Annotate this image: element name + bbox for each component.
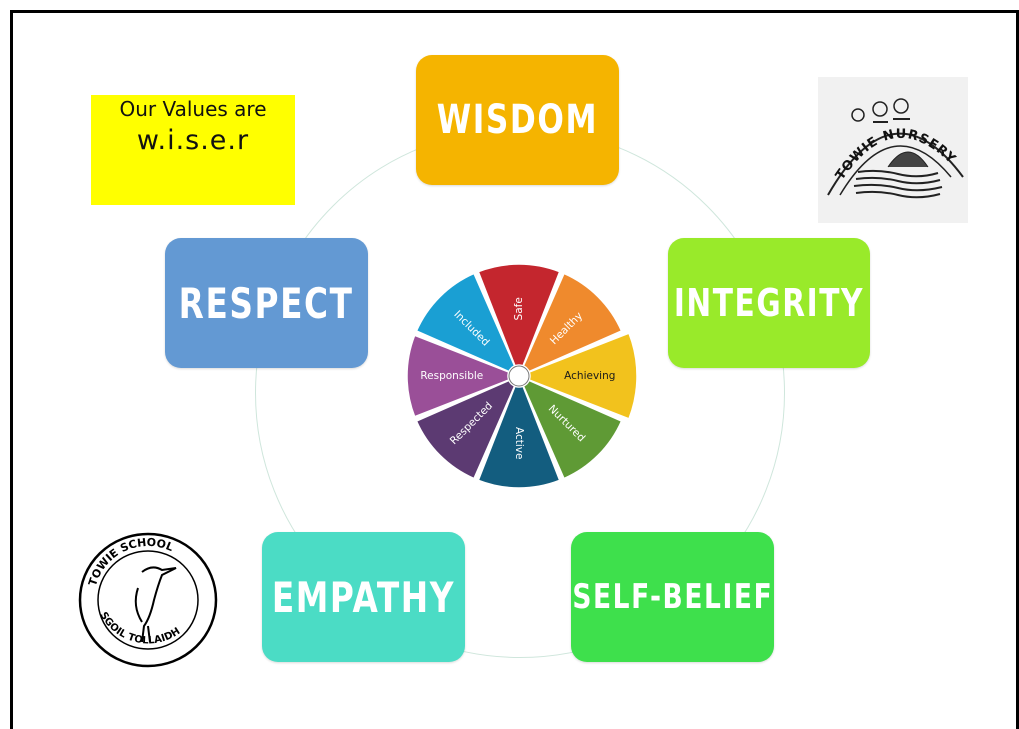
title-line-2: w.i.s.e.r (136, 125, 250, 156)
value-box-respect: Respect (165, 238, 368, 368)
value-box-self-belief: Self-belief (571, 532, 774, 662)
wheel-label-active: Active (513, 427, 525, 459)
wheel-segment-responsible (406, 334, 510, 418)
wheel-segment-healthy (522, 272, 623, 373)
wheel-segment-respected (415, 379, 516, 480)
page-frame (10, 10, 1019, 729)
value-box-empathy: Empathy (262, 532, 465, 662)
wheel-label-responsible: Responsible (420, 370, 483, 382)
title-box: Our Values are w.i.s.e.r (91, 95, 295, 205)
value-label-respect: Respect (179, 278, 354, 328)
wheel-segment-included (415, 272, 516, 373)
school-logo-art: TOWIE SCHOOL SGOIL TOLLAIDH (78, 532, 218, 668)
wellbeing-wheel: SafeHealthyAchievingNurturedActiveRespec… (406, 263, 638, 489)
wheel-label-safe: Safe (513, 297, 525, 320)
value-label-empathy: Empathy (271, 572, 456, 622)
value-box-wisdom: Wisdom (416, 55, 619, 185)
title-line-1: Our Values are (119, 97, 267, 121)
wheel-segment-safe (477, 263, 561, 367)
nursery-logo-art: TOWIE NURSERY (827, 98, 964, 199)
school-logo: TOWIE SCHOOL SGOIL TOLLAIDH (72, 530, 224, 670)
value-box-integrity: Integrity (668, 238, 870, 368)
wheel-label-achieving: Achieving (564, 370, 615, 382)
value-label-integrity: Integrity (673, 281, 865, 325)
value-label-self-belief: Self-belief (572, 577, 773, 617)
nursery-logo: TOWIE NURSERY (818, 77, 968, 223)
value-label-wisdom: Wisdom (436, 97, 599, 143)
wheel-segment-nurtured (522, 379, 623, 480)
wheel-segment-achieving (528, 332, 638, 420)
wheel-hub (508, 365, 530, 387)
wheel-segment-active (477, 385, 561, 489)
